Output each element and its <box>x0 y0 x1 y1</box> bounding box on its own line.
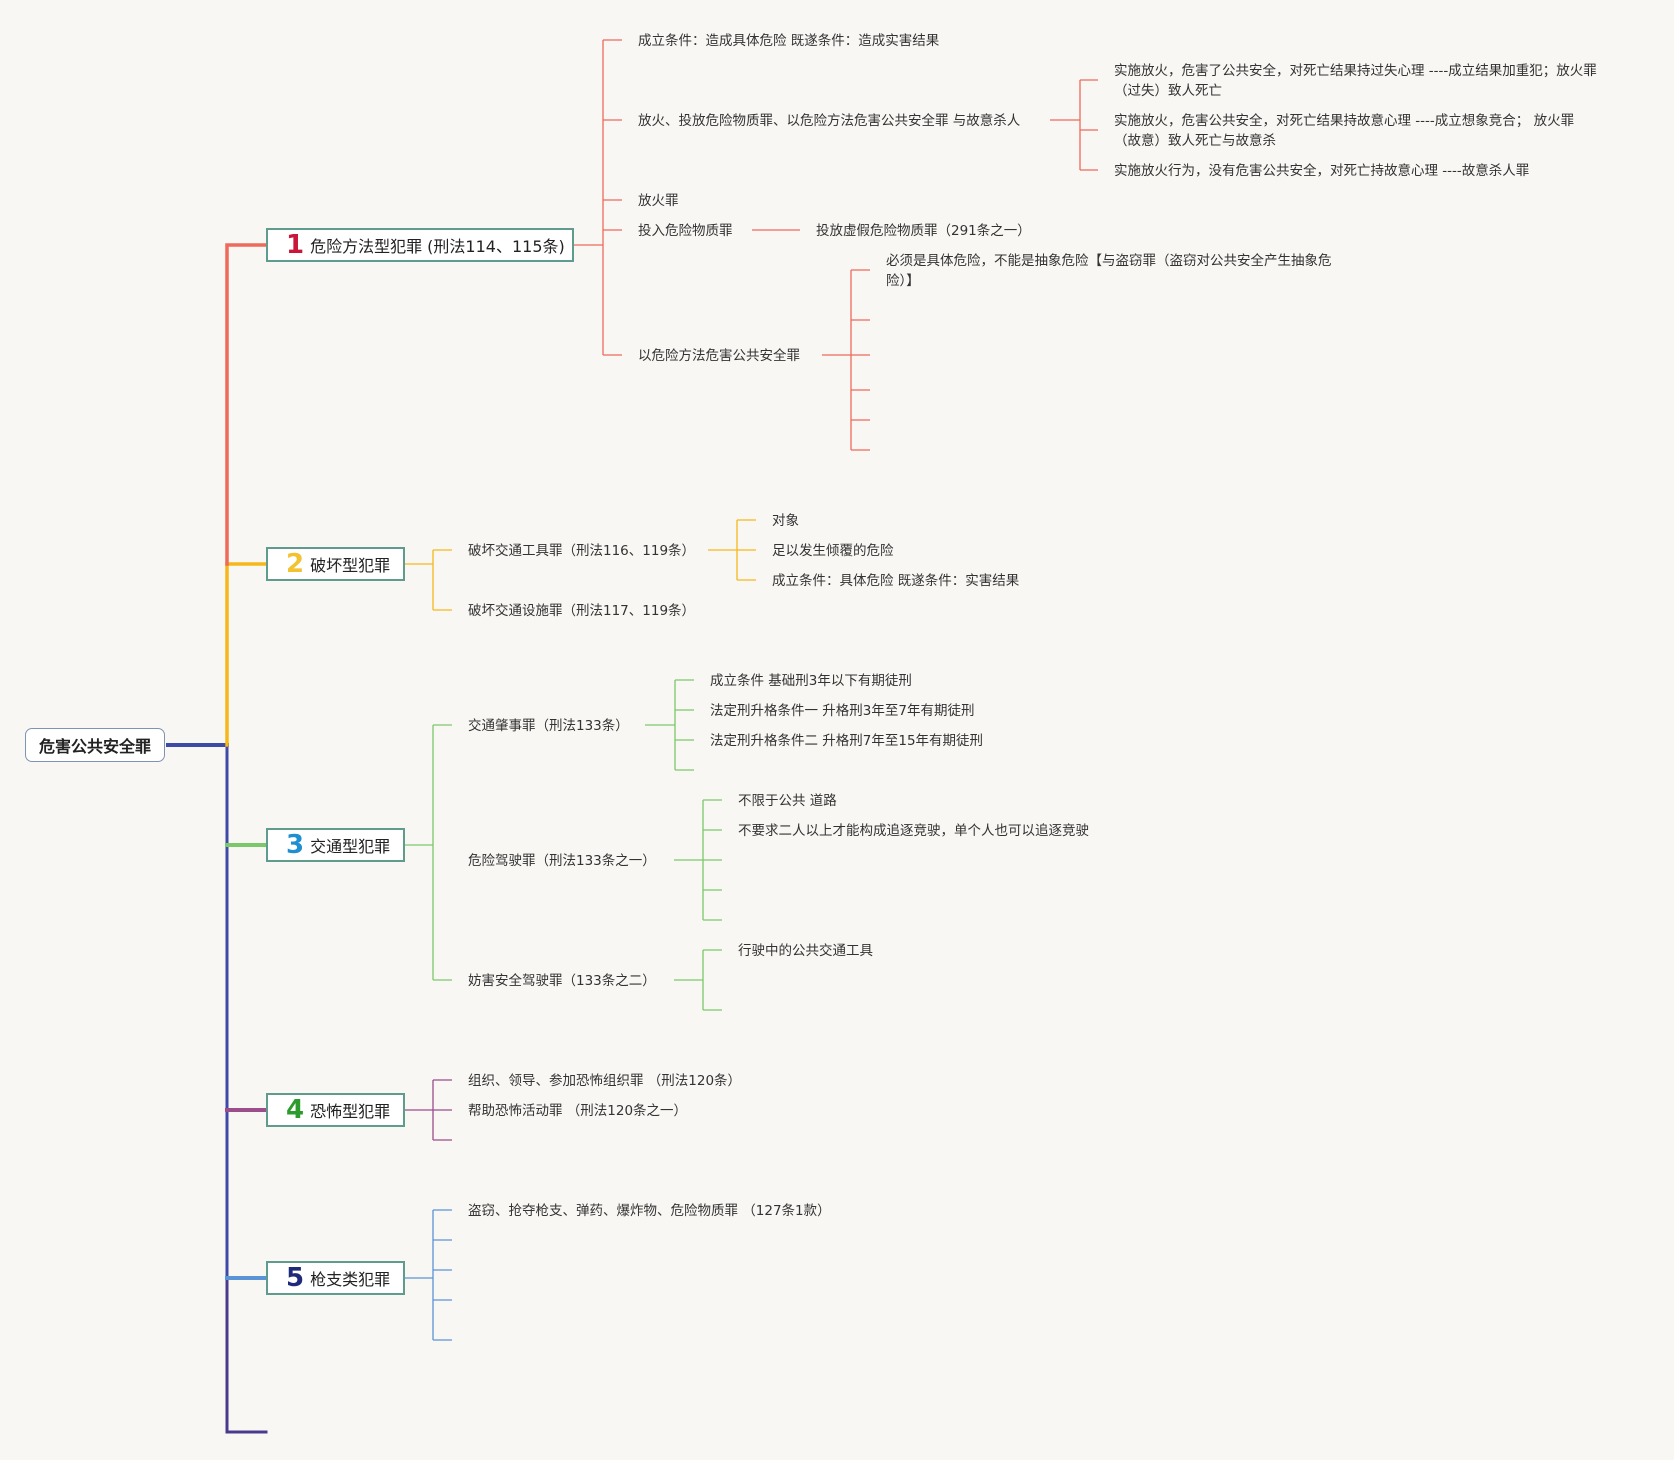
leaf-obstruct-driving[interactable]: 妨害安全驾驶罪（133条之二） <box>468 973 656 989</box>
topic-terror[interactable]: 4 恐怖型犯罪 <box>266 1093 405 1127</box>
leaf-destroy-vehicle[interactable]: 破坏交通工具罪（刑法116、119条） <box>468 543 696 559</box>
leaf-not-limited-road[interactable]: 不限于公共 道路 <box>738 793 837 809</box>
topic-destruction[interactable]: 2 破坏型犯罪 <box>266 547 405 581</box>
leaf-arson[interactable]: 放火罪 <box>638 193 679 209</box>
number-3-icon: 3 <box>286 830 305 860</box>
leaf-arson-vs-murder[interactable]: 放火、投放危险物质罪、以危险方法危害公共安全罪 与故意杀人 <box>638 113 1021 129</box>
topic-firearms[interactable]: 5 枪支类犯罪 <box>266 1261 405 1295</box>
leaf-accident-upgrade-1[interactable]: 法定刑升格条件一 升格刑3年至7年有期徒刑 <box>710 703 975 719</box>
leaf-object[interactable]: 对象 <box>772 513 799 529</box>
topic-label: 枪支类犯罪 <box>310 1270 391 1289</box>
leaf-vehicle-conditions[interactable]: 成立条件：具体危险 既遂条件：实害结果 <box>772 573 1020 589</box>
leaf-arson-negligent-death[interactable]: 实施放火，危害了公共安全，对死亡结果持过失心理 ----成立结果加重犯；放火罪（… <box>1114 63 1597 99</box>
leaf-concrete-danger[interactable]: 必须是具体危险，不能是抽象危险【与盗窃罪（盗窃对公共安全产生抽象危险）】 <box>886 253 1332 289</box>
leaf-dangerous-driving[interactable]: 危险驾驶罪（刑法133条之一） <box>468 853 656 869</box>
topic-label: 交通型犯罪 <box>310 837 391 856</box>
leaf-single-racing[interactable]: 不要求二人以上才能构成追逐竞驶，单个人也可以追逐竞驶 <box>738 823 1089 839</box>
topic-dangerous-method[interactable]: 1 危险方法型犯罪 (刑法114、115条) <box>266 228 574 262</box>
leaf-fake-dangerous-substance[interactable]: 投放虚假危险物质罪（291条之一） <box>816 223 1031 239</box>
root-topic[interactable]: 危害公共安全罪 <box>25 728 165 762</box>
leaf-dangerous-method[interactable]: 以危险方法危害公共安全罪 <box>638 348 800 364</box>
number-4-icon: 4 <box>286 1095 305 1125</box>
leaf-arson-no-public-danger[interactable]: 实施放火行为，没有危害公共安全，对死亡持故意心理 ----故意杀人罪 <box>1114 163 1530 179</box>
leaf-overturn-danger[interactable]: 足以发生倾覆的危险 <box>772 543 894 559</box>
leaf-public-transport[interactable]: 行驶中的公共交通工具 <box>738 943 873 959</box>
topic-traffic[interactable]: 3 交通型犯罪 <box>266 828 405 862</box>
leaf-accident-upgrade-2[interactable]: 法定刑升格条件二 升格刑7年至15年有期徒刑 <box>710 733 984 749</box>
leaf-traffic-accident[interactable]: 交通肇事罪（刑法133条） <box>468 718 629 734</box>
leaf-help-terror[interactable]: 帮助恐怖活动罪 （刑法120条之一） <box>468 1103 688 1119</box>
leaf-destroy-facility[interactable]: 破坏交通设施罪（刑法117、119条） <box>468 603 696 619</box>
number-5-icon: 5 <box>286 1263 305 1293</box>
number-1-icon: 1 <box>286 230 305 260</box>
topic-label: 破坏型犯罪 <box>310 556 391 575</box>
topic-label: 恐怖型犯罪 <box>310 1102 391 1121</box>
leaf-arson-intentional-death[interactable]: 实施放火，危害公共安全，对死亡结果持故意心理 ----成立想象竞合； 放火罪（故… <box>1114 113 1575 149</box>
leaf-conditions[interactable]: 成立条件：造成具体危险 既遂条件：造成实害结果 <box>638 33 940 49</box>
leaf-accident-base[interactable]: 成立条件 基础刑3年以下有期徒刑 <box>710 673 912 689</box>
number-2-icon: 2 <box>286 549 305 579</box>
leaf-steal-firearms[interactable]: 盗窃、抢夺枪支、弹药、爆炸物、危险物质罪 （127条1款） <box>468 1203 831 1219</box>
topic-label: 危险方法型犯罪 (刑法114、115条) <box>310 237 565 256</box>
leaf-terror-org[interactable]: 组织、领导、参加恐怖组织罪 （刑法120条） <box>468 1073 742 1089</box>
leaf-poison[interactable]: 投入危险物质罪 <box>638 223 733 239</box>
